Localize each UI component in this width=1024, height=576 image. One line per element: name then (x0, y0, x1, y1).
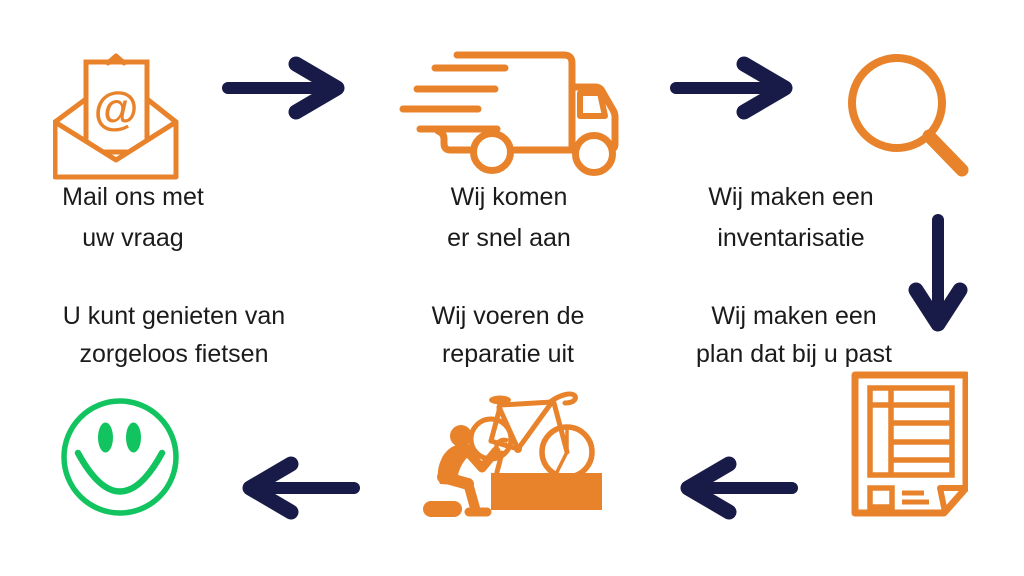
delivery-truck-icon (399, 51, 619, 176)
arrow-right-icon (222, 56, 345, 120)
arrow-left-icon (680, 456, 798, 520)
email-envelope-icon: @ (53, 53, 179, 180)
step-3-label-line-2: inventarisatie (717, 224, 865, 252)
step-4-label: Wij maken een plan dat bij u past (674, 297, 914, 373)
arrow-down-icon (908, 214, 968, 332)
at-symbol: @ (94, 82, 139, 134)
magnifying-glass-icon (848, 54, 969, 177)
arrow-right-icon (670, 56, 793, 120)
step-6-label-line-2: zorgeloos fietsen (79, 340, 269, 368)
step-6-label: U kunt genieten van zorgeloos fietsen (44, 297, 304, 373)
step-2-label-line-1: Wij komen (450, 183, 568, 211)
step-3-label: Wij maken een inventarisatie (671, 177, 911, 259)
bike-repair-icon (423, 391, 602, 517)
step-4-label-line-2: plan dat bij u past (696, 340, 892, 368)
step-1-label: Mail ons met uw vraag (13, 177, 253, 259)
arrow-left-icon (242, 456, 360, 520)
step-5-label-line-2: reparatie uit (441, 340, 575, 368)
step-4-label-line-1: Wij maken een (711, 302, 877, 330)
step-3-label-line-1: Wij maken een (708, 183, 874, 211)
step-6-label-line-1: U kunt genieten van (62, 302, 286, 330)
step-2-label-line-2: er snel aan (447, 224, 571, 252)
step-5-label: Wij voeren de reparatie uit (388, 297, 628, 373)
step-2-label: Wij komen er snel aan (389, 177, 629, 259)
smiley-face-icon (61, 398, 179, 516)
step-1-label-line-2: uw vraag (82, 224, 184, 252)
step-5-label-line-1: Wij voeren de (431, 302, 585, 330)
plan-document-icon (851, 371, 968, 517)
step-1-label-line-1: Mail ons met (62, 183, 204, 211)
